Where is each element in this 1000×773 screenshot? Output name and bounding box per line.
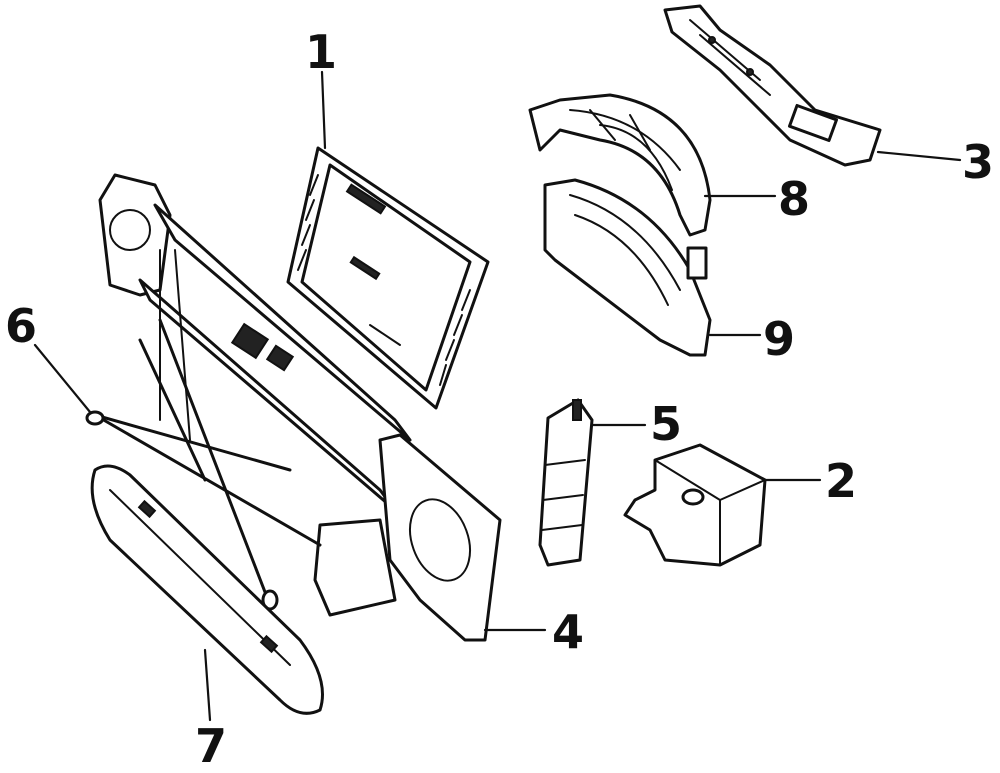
radiator	[286, 146, 490, 410]
upper-baffle	[663, 4, 882, 167]
side-baffle	[538, 398, 594, 567]
callout-lower-fan-shroud: 9	[763, 312, 795, 366]
callout-side-baffle: 5	[650, 397, 682, 451]
callout-upper-baffle: 3	[962, 135, 994, 189]
radiator-fins	[297, 174, 471, 386]
leader-lines	[33, 70, 962, 722]
upper-fan-shroud	[528, 93, 712, 237]
leader-7	[203, 648, 212, 722]
leader-1	[320, 70, 327, 150]
lower-fan-shroud	[543, 178, 712, 357]
callout-coolant-reservoir: 2	[825, 454, 857, 508]
callout-support-brace: 6	[5, 299, 37, 353]
lower-air-deflector	[90, 464, 324, 715]
support-brace	[85, 318, 322, 611]
leader-3	[876, 150, 962, 162]
callout-radiator: 1	[305, 25, 337, 79]
coolant-reservoir	[623, 443, 767, 567]
callout-lower-air-deflector: 7	[195, 719, 227, 773]
callout-radiator-support: 4	[552, 605, 584, 659]
leader-6	[33, 343, 92, 414]
callouts: 1 2 3 4 5 6 7 8 9	[5, 25, 994, 773]
callout-upper-fan-shroud: 8	[778, 172, 810, 226]
radiator-support	[98, 173, 502, 642]
